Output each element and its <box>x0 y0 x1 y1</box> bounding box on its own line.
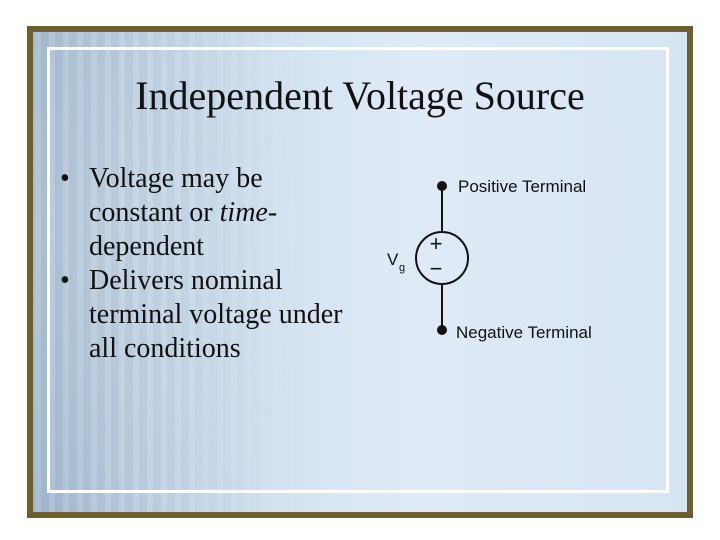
slide-background <box>33 32 687 512</box>
voltage-source-diagram: + − Positive Terminal Negative Terminal … <box>387 177 592 342</box>
minus-sign: − <box>430 256 443 281</box>
bullet-item: • Voltage may be constant or time-depend… <box>60 162 360 264</box>
slide-title: Independent Voltage Source <box>135 73 585 118</box>
source-label-subscript: g <box>399 262 405 274</box>
bullet-item: • Delivers nominal terminal voltage unde… <box>60 264 360 366</box>
bullet-text: Delivers nominal terminal voltage under … <box>89 265 343 364</box>
negative-terminal-label: Negative Terminal <box>456 323 592 342</box>
background-architecture-image <box>33 32 323 512</box>
bullet-text: Voltage may be constant or <box>89 163 263 228</box>
bullet-text-tail: -dependent <box>89 197 278 262</box>
bullet-dot: • <box>60 163 70 194</box>
slide-inner-border <box>47 47 669 493</box>
background-fade <box>33 32 687 512</box>
source-label: V <box>387 250 399 269</box>
plus-sign: + <box>430 231 443 256</box>
bullet-italic-text: time <box>219 197 268 228</box>
bullet-list: • Voltage may be constant or time-depend… <box>60 162 360 366</box>
bullet-dot: • <box>60 265 70 296</box>
negative-terminal-node <box>437 325 447 335</box>
positive-terminal-label: Positive Terminal <box>458 177 586 196</box>
